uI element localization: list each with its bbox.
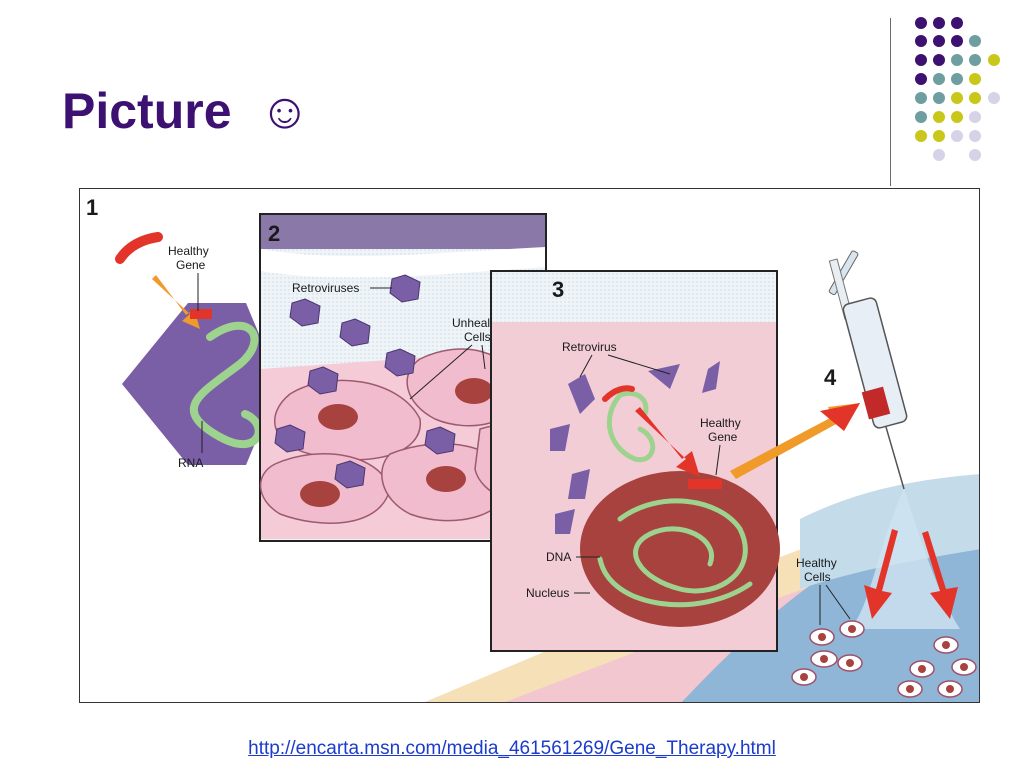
virus-particle: [122, 303, 280, 465]
label-healthy-cells-b: Cells: [804, 570, 831, 584]
transfer-arrow-icon: [730, 403, 860, 479]
label-dna: DNA: [546, 550, 571, 564]
gene-therapy-diagram: 1 Healthy Gene RNA: [86, 195, 979, 702]
panel-1-number: 1: [86, 195, 98, 220]
label-retrovirus: Retrovirus: [562, 340, 617, 354]
label-healthy-gene-1a: Healthy: [168, 244, 209, 258]
virus-rna-icon: [606, 390, 656, 463]
retrovirus-particles: [274, 274, 456, 489]
label-nucleus: Nucleus: [526, 586, 569, 600]
label-healthy-gene-3b: Gene: [708, 430, 738, 444]
retrovirus-fragments: [550, 361, 720, 534]
label-healthy-gene-1b: Gene: [176, 258, 206, 272]
label-unhealthy-cells-b: Cells: [464, 330, 491, 344]
leader-line-healthy-gene-3: [715, 444, 721, 476]
insertion-arrow-icon: [152, 275, 200, 329]
label-healthy-gene-3a: Healthy: [700, 416, 741, 430]
title-divider-line: [890, 18, 891, 186]
panel-3: 3 Retrovirus Healthy Gene DNA Nucleus: [490, 270, 780, 652]
label-rna: RNA: [178, 456, 203, 470]
downward-arrow-left-icon: [864, 529, 898, 619]
syringe-icon: [828, 250, 908, 490]
panel-2-number: 2: [268, 221, 280, 246]
leader-line-retrovirus-2: [607, 354, 671, 375]
panel-4-number: 4: [824, 365, 837, 390]
insert-arrow-3-icon: [635, 407, 700, 477]
dna-strands-icon: [597, 498, 753, 608]
downward-arrow-right-icon: [922, 531, 958, 619]
rna-strand-icon: [190, 321, 263, 448]
gene-therapy-illustration: 1 Healthy Gene RNA: [79, 188, 980, 703]
slide-title: Picture ☺: [62, 83, 311, 139]
inserted-gene-marker: [190, 309, 212, 319]
dot-grid-circles: [915, 17, 1000, 161]
label-retroviruses: Retroviruses: [292, 281, 359, 295]
leader-line-unhealthy-cells-2: [481, 344, 486, 370]
panel-3-number: 3: [552, 277, 564, 302]
healthy-gene-segment-icon: [115, 232, 163, 264]
leader-line-healthy-cells-2: [825, 584, 851, 620]
leader-line-unhealthy-cells-1: [409, 344, 473, 400]
dna-gene-marker: [688, 479, 722, 489]
source-link[interactable]: http://encarta.msn.com/media_461561269/G…: [248, 738, 776, 759]
leader-line-retrovirus-1: [579, 354, 593, 378]
healthy-cell-nuclei: [800, 625, 968, 693]
label-healthy-cells-a: Healthy: [796, 556, 837, 570]
